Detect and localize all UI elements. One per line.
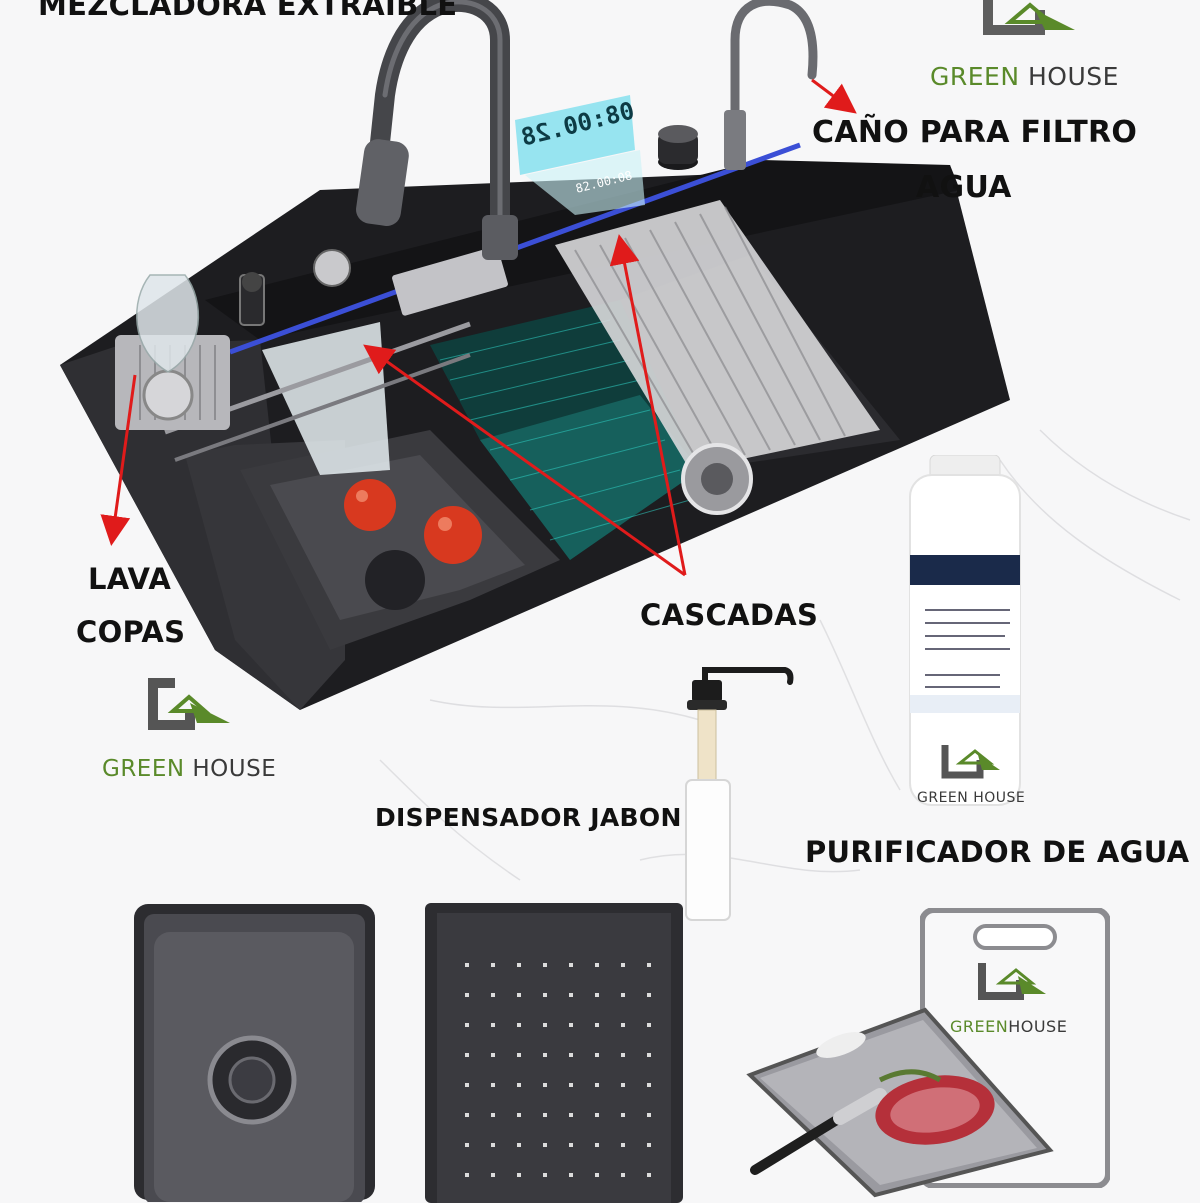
green-house-logo-icon (983, 0, 1075, 35)
soap-dispenser-icon (685, 667, 794, 921)
cutting-board-front-with-meat (746, 1007, 1054, 1198)
label-soap-dispenser: DISPENSADOR JABON (375, 803, 682, 832)
small-basin-accessory (134, 904, 375, 1202)
brand-name-top: GREEN HOUSE (930, 62, 1119, 91)
brand-name-left: GREEN HOUSE (102, 756, 277, 782)
label-waterfalls: CASCADAS (640, 598, 819, 632)
label-water-purifier: PURIFICADOR DE AGUA (805, 835, 1190, 869)
brand-name-purifier: GREEN HOUSE (917, 790, 1026, 806)
arrow-filter-spout (811, 78, 857, 114)
label-glass-washer-line2: COPAS (76, 615, 186, 649)
arrow-waterfall-right (609, 234, 687, 576)
label-filter-spout-line1: CAÑO PARA FILTRO (812, 115, 1138, 150)
label-glass-washer-line1: LAVA (88, 562, 172, 596)
water-purifier-cartridge (909, 455, 1021, 806)
colander-basket-accessory (425, 903, 683, 1203)
arrow-waterfall-left (363, 344, 686, 577)
label-filter-spout-line2: AGUA (916, 170, 1012, 205)
arrow-glass-washer (100, 374, 137, 546)
brand-name-board: GREENHOUSE (950, 1017, 1068, 1036)
green-house-logo-icon (148, 678, 230, 730)
label-mixer: MEZCLADORA EXTRAIBLE (38, 0, 458, 22)
